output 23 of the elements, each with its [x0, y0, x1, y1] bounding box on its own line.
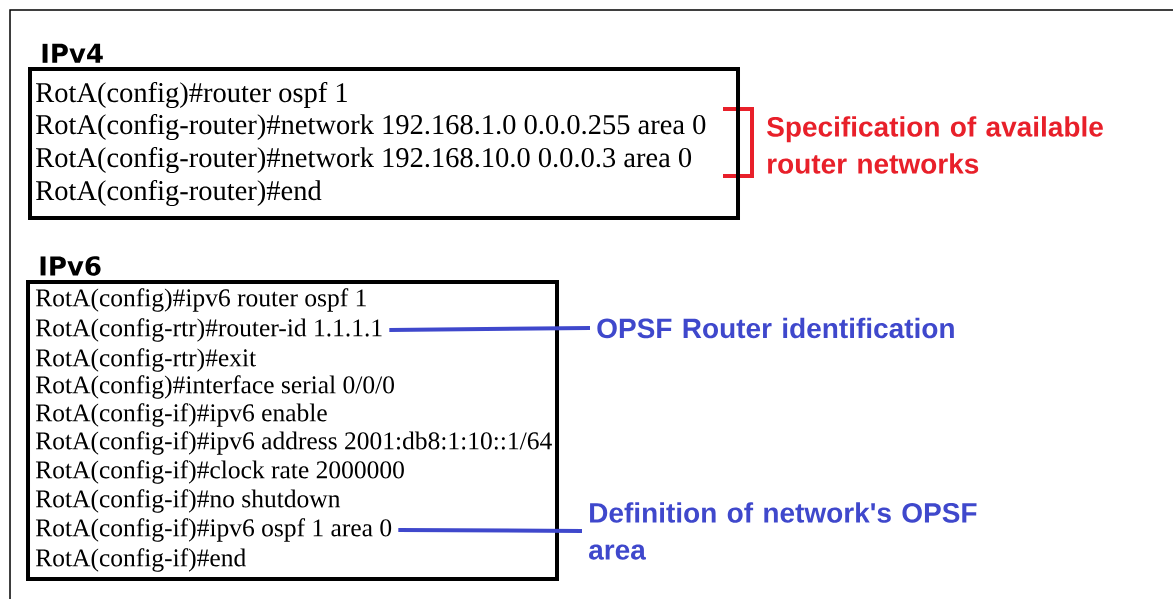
code-line: RotA(config)#interface serial 0/0/0: [35, 375, 394, 399]
code-line: RotA(config)#router ospf 1: [36, 81, 347, 109]
code-line: RotA(config-rtr)#router-id 1.1.1.1: [35, 318, 382, 342]
annotation: OPSF Router identification: [597, 317, 954, 339]
code-box: [28, 43, 740, 220]
code-line: RotA(config-router)#end: [36, 179, 322, 207]
code-line: RotA(config-if)#ipv6 enable: [35, 403, 327, 427]
code-line: RotA(config-if)#ipv6 address 2001:db8:1:10::1/64: [35, 431, 552, 455]
code-line: RotA(config)#ipv6 router ospf 1: [35, 288, 366, 312]
leader-line: [389, 326, 591, 332]
code-line: RotA(config-if)#no shutdown: [35, 489, 341, 513]
section-heading: IPv4: [42, 43, 103, 63]
leader-line: [398, 528, 582, 533]
code-line: RotA(config-router)#network 192.168.10.0 0.0.0.3 area 0: [36, 146, 692, 174]
code-line: RotA(config-rtr)#exit: [35, 348, 256, 372]
section-heading: IPv6: [40, 256, 101, 276]
code-box: [26, 256, 559, 581]
code-line: RotA(config-if)#ipv6 ospf 1 area 0: [35, 518, 392, 542]
annotation: Definition of network's OPSF area: [589, 502, 977, 560]
code-line: RotA(config-router)#network 192.168.1.0 0.0.0.255 area 0: [36, 113, 706, 141]
code-line: RotA(config-if)#end: [35, 548, 246, 572]
annotation: Specification of available router networks: [767, 116, 1103, 174]
code-line: RotA(config-if)#clock rate 2000000: [35, 460, 404, 484]
